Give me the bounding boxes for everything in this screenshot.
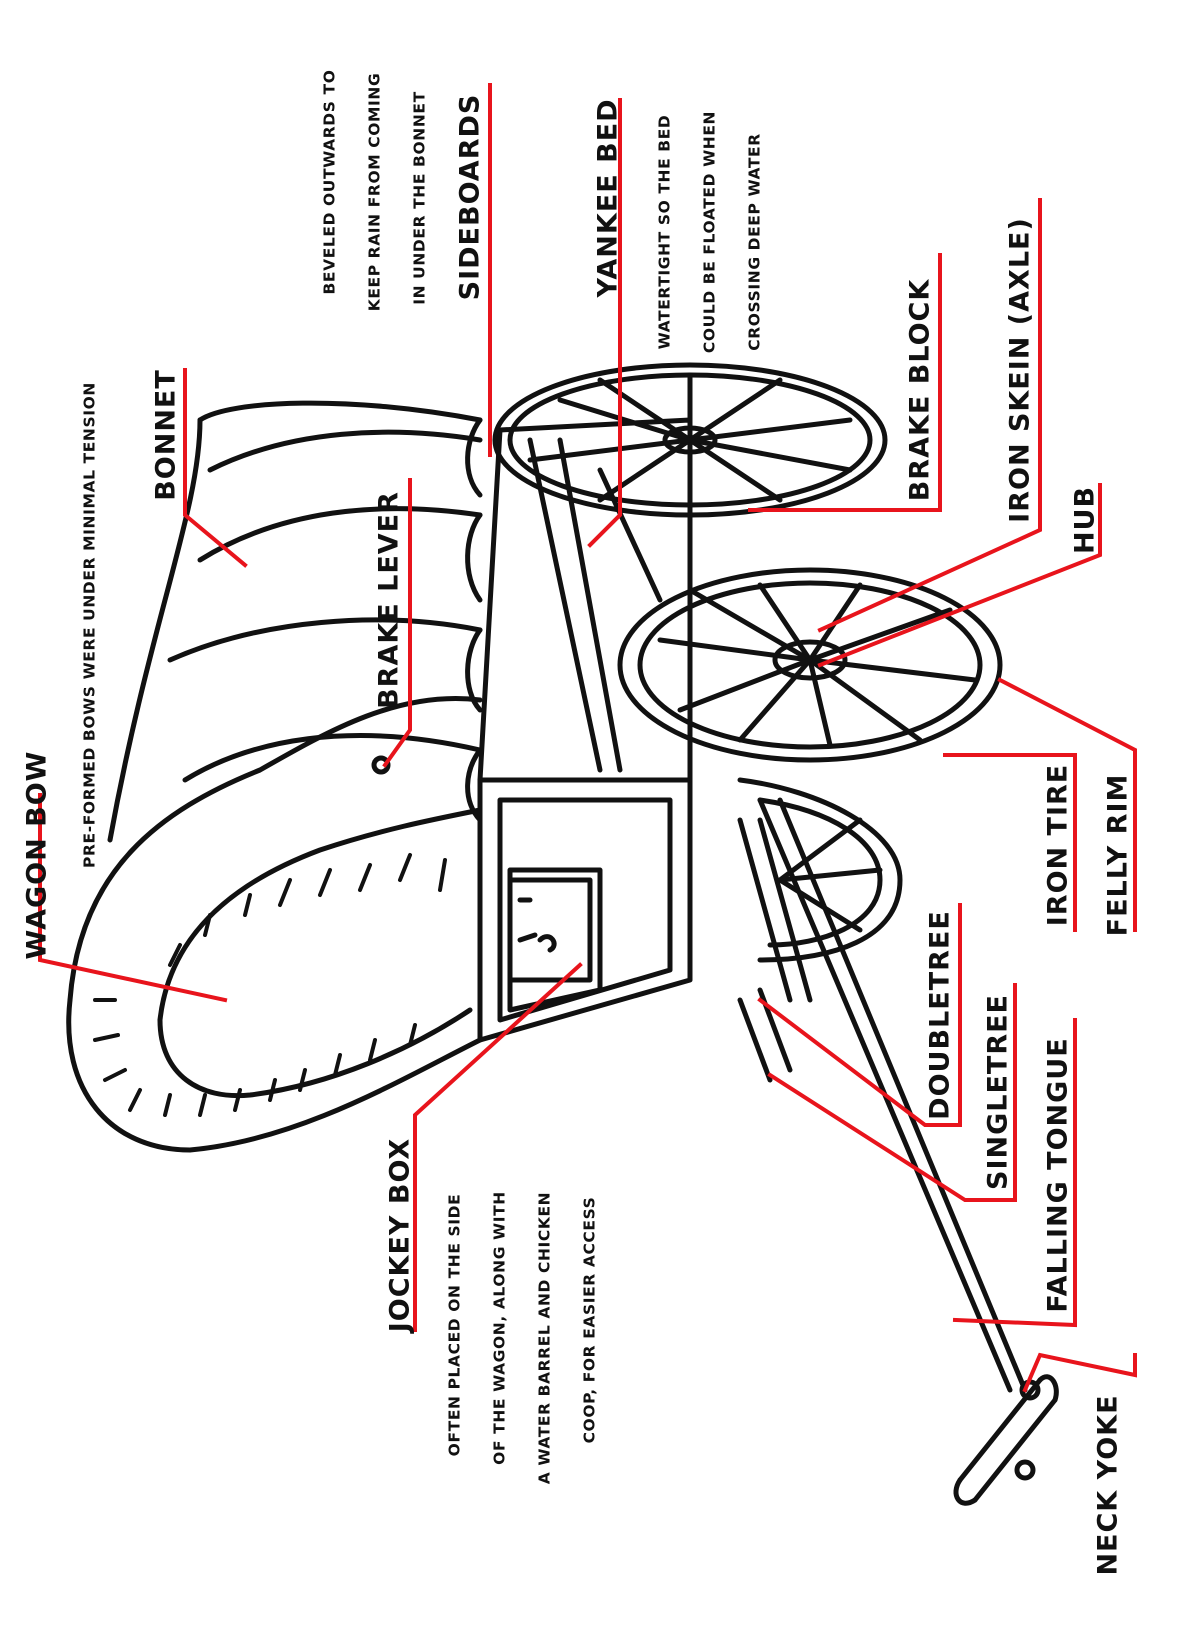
- label-falling-tongue: FALLING TONGUE: [1045, 1037, 1072, 1312]
- leader-singletree: [770, 985, 1015, 1200]
- leader-wagon-bow: [40, 795, 225, 1000]
- label-brake-lever: BRAKE LEVER: [376, 491, 403, 709]
- label-sideboards: SIDEBOARDS: [457, 94, 484, 301]
- label-felly-rim: FELLY RIM: [1105, 774, 1132, 937]
- label-iron-skein: IRON SKEIN (AXLE): [1007, 217, 1034, 523]
- note-yankee-bed-3: CROSSING DEEP WATER: [747, 133, 763, 350]
- bonnet-cover: [69, 403, 480, 1150]
- rear-wheel: [495, 365, 885, 515]
- label-wagon-bow: WAGON BOW: [24, 751, 51, 960]
- label-neck-yoke: NECK YOKE: [1095, 1394, 1122, 1575]
- note-sideboards-3: IN UNDER THE BONNET: [412, 91, 428, 305]
- note-jockey-box-2: OF THE WAGON, ALONG WITH: [492, 1191, 508, 1465]
- label-hub: HUB: [1072, 486, 1099, 554]
- note-wagon-bow: PRE-FORMED BOWS WERE UNDER MINIMAL TENSI…: [82, 382, 98, 868]
- label-jockey-box: JOCKEY BOX: [387, 1138, 414, 1333]
- note-yankee-bed-1: WATERTIGHT SO THE BED: [657, 115, 673, 350]
- label-yankee-bed: YANKEE BED: [595, 98, 622, 297]
- note-yankee-bed-2: COULD BE FLOATED WHEN: [702, 111, 718, 353]
- note-jockey-box-4: COOP, FOR EASIER ACCESS: [582, 1197, 598, 1444]
- label-iron-tire: IRON TIRE: [1045, 764, 1072, 926]
- label-singletree: SINGLETREE: [985, 994, 1012, 1190]
- note-sideboards-2: KEEP RAIN FROM COMING: [367, 73, 383, 312]
- label-brake-block: BRAKE BLOCK: [907, 279, 934, 502]
- label-doubletree: DOUBLETREE: [927, 910, 954, 1120]
- label-bonnet: BONNET: [153, 369, 180, 501]
- leader-neck-yoke: [1025, 1355, 1135, 1390]
- note-jockey-box-1: OFTEN PLACED ON THE SIDE: [447, 1194, 463, 1457]
- front-wheel: [620, 570, 1000, 760]
- note-jockey-box-3: A WATER BARREL AND CHICKEN: [537, 1192, 553, 1485]
- leader-lines: [40, 85, 1135, 1390]
- note-sideboards-1: BEVELED OUTWARDS TO: [322, 70, 338, 295]
